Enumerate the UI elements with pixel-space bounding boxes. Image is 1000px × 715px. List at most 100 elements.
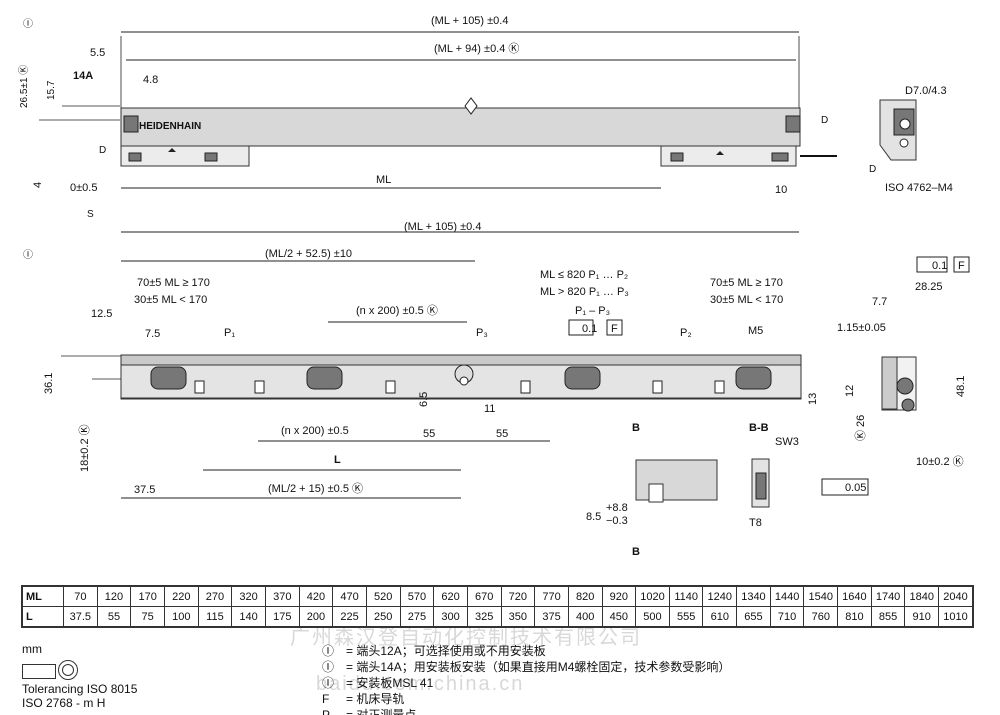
ml-cell: 270: [197, 586, 233, 607]
right-flatness-ref: F: [958, 260, 965, 272]
l-cell: 375: [534, 606, 569, 627]
l-cell: 200: [298, 606, 334, 627]
dim-28-25: 28.25: [915, 281, 943, 293]
l-cell: 910: [904, 606, 940, 627]
tolerancing-label: Tolerancing ISO 8015: [22, 682, 138, 696]
l-cell: 810: [837, 606, 872, 627]
legend-key: F: [322, 692, 330, 706]
l-cell: 855: [870, 606, 906, 627]
dim-11: 11: [484, 403, 495, 415]
tolerance-block: mm Tolerancing ISO 8015 ISO 2768 - m H: [22, 642, 177, 710]
circle-s: S: [87, 209, 94, 220]
ml-cell: 1540: [803, 586, 839, 607]
flatness-ref-box: [606, 319, 623, 336]
ml-cell: 120: [96, 586, 132, 607]
l-cell: 710: [769, 606, 805, 627]
l-cell: 37.5: [63, 606, 98, 627]
l-label: L: [334, 454, 341, 466]
right-flatness-box: [916, 256, 948, 273]
end-piece-14a: 14A: [73, 70, 93, 82]
ml-cell: 670: [466, 586, 502, 607]
right-flatness-ref-box: [953, 256, 970, 273]
ml-cell: 170: [130, 586, 165, 607]
legend-item: Ⓘ= 安装板MSL 41: [322, 674, 802, 690]
section-bb-profile: [751, 458, 770, 508]
dim-55-b: 55: [496, 428, 508, 440]
legend-key: Ⓘ: [322, 644, 335, 658]
section-bb: B-B: [749, 422, 769, 434]
l-cell: 175: [264, 606, 300, 627]
l-cell: 610: [702, 606, 738, 627]
dim-0-3: −0.3: [606, 515, 628, 527]
watermark-cn: 广州森汉登自动化控制技术有限公司: [290, 626, 642, 649]
iso-4762: ISO 4762–M4: [885, 182, 953, 194]
top-dim-ml105: (ML + 105) ±0.4: [431, 15, 508, 27]
ml-cell: 1440: [769, 586, 805, 607]
t8-label: T8: [749, 517, 762, 529]
left-dim-top: 70±5 ML ≥ 170: [137, 277, 210, 289]
p1-p3: P₁ – P₃: [575, 305, 610, 317]
iso-2768-label: ISO 2768 - m H: [22, 696, 106, 710]
dim-37-5: 37.5: [134, 484, 155, 496]
dim-8-5: 8.5: [586, 511, 601, 523]
mounting-plate-left: [120, 145, 250, 167]
l-cell: 100: [163, 606, 199, 627]
n200-label: (n x 200) ±0.5: [281, 425, 349, 437]
dim-15-7: 15.7: [46, 80, 57, 100]
dim-13: 13: [807, 393, 819, 405]
tolerance-symbol: [22, 658, 78, 682]
l-cell: 275: [399, 606, 435, 627]
dim-0-5: 0±0.5: [70, 182, 97, 194]
ml-cell: 1020: [635, 586, 670, 607]
dim-0-05: 0.05: [845, 482, 866, 494]
dim-7-5: 7.5: [145, 328, 160, 340]
right-dim-bottom: 30±5 ML < 170: [710, 294, 783, 306]
l-cell: 555: [668, 606, 704, 627]
top-dim-ml94: (ML + 94) ±0.4 Ⓚ: [434, 42, 519, 55]
l-cell: 325: [466, 606, 502, 627]
dim-0-05-box: [821, 478, 869, 496]
ml-cell: 220: [163, 586, 199, 607]
ml-cell: 320: [231, 586, 266, 607]
dimension-table: ML document.write(JSON.parse(document.ge…: [22, 586, 973, 627]
section-b-bottom: B: [632, 546, 640, 558]
ml-cell: 720: [500, 586, 536, 607]
dim-8-8: +8.8: [606, 502, 628, 514]
legend-item: Ⓘ = 端头12A；可选择使用或不用安装板: [322, 642, 802, 658]
dim-4-8: 4.8: [143, 74, 158, 86]
l-cell: 250: [365, 606, 401, 627]
flatness-value: 0.1: [582, 323, 597, 335]
l-cell: 350: [500, 606, 536, 627]
dim-ml: ML: [376, 174, 391, 186]
p3-label: P₃: [476, 327, 488, 339]
dim-6-5: 6.5: [418, 392, 430, 407]
dim-55-a: 55: [423, 428, 435, 440]
l-cell: 300: [433, 606, 468, 627]
left-dim-bottom: 30±5 ML < 170: [134, 294, 207, 306]
section-b-top: B: [632, 422, 640, 434]
ml-l-table: ML document.write(JSON.parse(document.ge…: [21, 585, 974, 628]
l-cell: 400: [567, 606, 603, 627]
legend-value: = 机床导轨: [346, 692, 405, 706]
legend-key: P: [322, 708, 331, 715]
right-side-profile: [881, 356, 917, 412]
flatness-ref: F: [611, 323, 618, 335]
p1-label: P₁: [224, 327, 235, 339]
view-label-middle: Ⓘ: [23, 249, 33, 261]
ml-820-b: ML > 820 P₁ … P₃: [540, 286, 629, 298]
legend-value: = 端头12A；可选择使用或不用安装板: [346, 644, 546, 658]
sw3-label: SW3: [775, 436, 799, 448]
l-cell: 225: [332, 606, 367, 627]
circle-d-top: D: [821, 115, 828, 126]
ml-cell: 1240: [702, 586, 738, 607]
dim-10-top: 10: [775, 184, 787, 196]
legend-list: const legendItems = JSON.parse(document.…: [322, 642, 802, 715]
legend-item: P= 对正测量点: [322, 706, 802, 715]
ml-half-15: (ML/2 + 15) ±0.5 Ⓚ: [268, 482, 363, 495]
ml-cell: 470: [332, 586, 367, 607]
dim-1-15: 1.15±0.05: [837, 322, 886, 334]
legend-item: F = 机床导轨: [322, 690, 802, 706]
mid-dim-ml105: (ML + 105) ±0.4: [404, 221, 481, 233]
l-cell: 55: [96, 606, 132, 627]
ml-820-a: ML ≤ 820 P₁ … P₂: [540, 269, 628, 281]
